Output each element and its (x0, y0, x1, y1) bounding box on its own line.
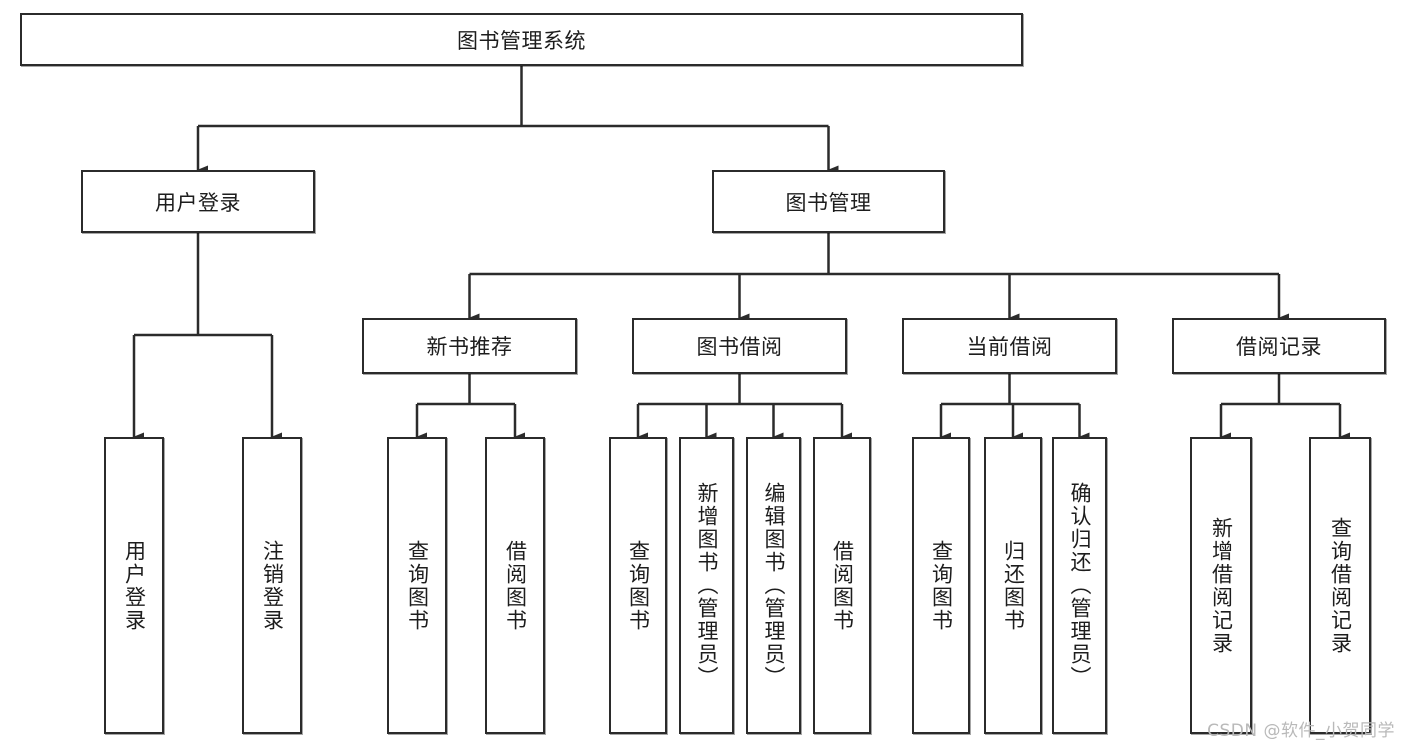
node-leaf-edit-book[interactable]: 编辑图书（管理员） (746, 437, 801, 734)
node-label-leaf-confirm: 确认归还（管理员） (1068, 482, 1092, 689)
node-label-root: 图书管理系统 (457, 28, 586, 53)
node-leaf-add-rec[interactable]: 新增借阅记录 (1190, 437, 1252, 734)
node-new-book-rec[interactable]: 新书推荐 (362, 318, 577, 374)
edges-group (132, 66, 1350, 442)
node-label-leaf-query-rec: 查询借阅记录 (1328, 516, 1353, 655)
node-label-book-borrow: 图书借阅 (696, 335, 783, 359)
node-leaf-query-rec[interactable]: 查询借阅记录 (1309, 437, 1371, 734)
node-label-leaf-logout: 注销登录 (260, 539, 285, 632)
node-user-login[interactable]: 用户登录 (81, 170, 315, 233)
node-current-borrow[interactable]: 当前借阅 (902, 318, 1117, 374)
node-root[interactable]: 图书管理系统 (20, 13, 1023, 66)
node-leaf-query-3[interactable]: 查询图书 (912, 437, 970, 734)
node-label-leaf-add-book: 新增图书（管理员） (695, 482, 719, 689)
node-label-leaf-borrow-2: 借阅图书 (830, 539, 855, 632)
node-leaf-confirm[interactable]: 确认归还（管理员） (1052, 437, 1107, 734)
node-book-manage[interactable]: 图书管理 (712, 170, 945, 233)
node-label-leaf-borrow-1: 借阅图书 (503, 539, 528, 632)
node-label-book-manage: 图书管理 (785, 190, 872, 215)
node-book-borrow[interactable]: 图书借阅 (632, 318, 847, 374)
node-label-new-book-rec: 新书推荐 (426, 335, 513, 359)
node-leaf-borrow-2[interactable]: 借阅图书 (813, 437, 871, 734)
node-label-borrow-record: 借阅记录 (1236, 335, 1322, 359)
node-leaf-logout[interactable]: 注销登录 (242, 437, 302, 734)
node-label-leaf-query-1: 查询图书 (405, 539, 430, 632)
node-label-leaf-return: 归还图书 (1001, 539, 1026, 632)
node-leaf-return[interactable]: 归还图书 (984, 437, 1042, 734)
node-leaf-user-login[interactable]: 用户登录 (104, 437, 164, 734)
node-leaf-query-2[interactable]: 查询图书 (609, 437, 667, 734)
node-label-user-login: 用户登录 (155, 190, 241, 215)
node-label-leaf-query-2: 查询图书 (626, 539, 651, 632)
node-leaf-borrow-1[interactable]: 借阅图书 (485, 437, 545, 734)
node-label-leaf-edit-book: 编辑图书（管理员） (762, 482, 786, 689)
node-leaf-query-1[interactable]: 查询图书 (387, 437, 447, 734)
node-label-leaf-user-login: 用户登录 (122, 539, 147, 632)
node-borrow-record[interactable]: 借阅记录 (1172, 318, 1386, 374)
node-leaf-add-book[interactable]: 新增图书（管理员） (679, 437, 734, 734)
watermark-text: CSDN @软件_小贺同学 (1207, 721, 1395, 741)
node-label-leaf-add-rec: 新增借阅记录 (1209, 516, 1234, 655)
node-label-leaf-query-3: 查询图书 (929, 539, 954, 632)
node-label-current-borrow: 当前借阅 (966, 335, 1053, 359)
